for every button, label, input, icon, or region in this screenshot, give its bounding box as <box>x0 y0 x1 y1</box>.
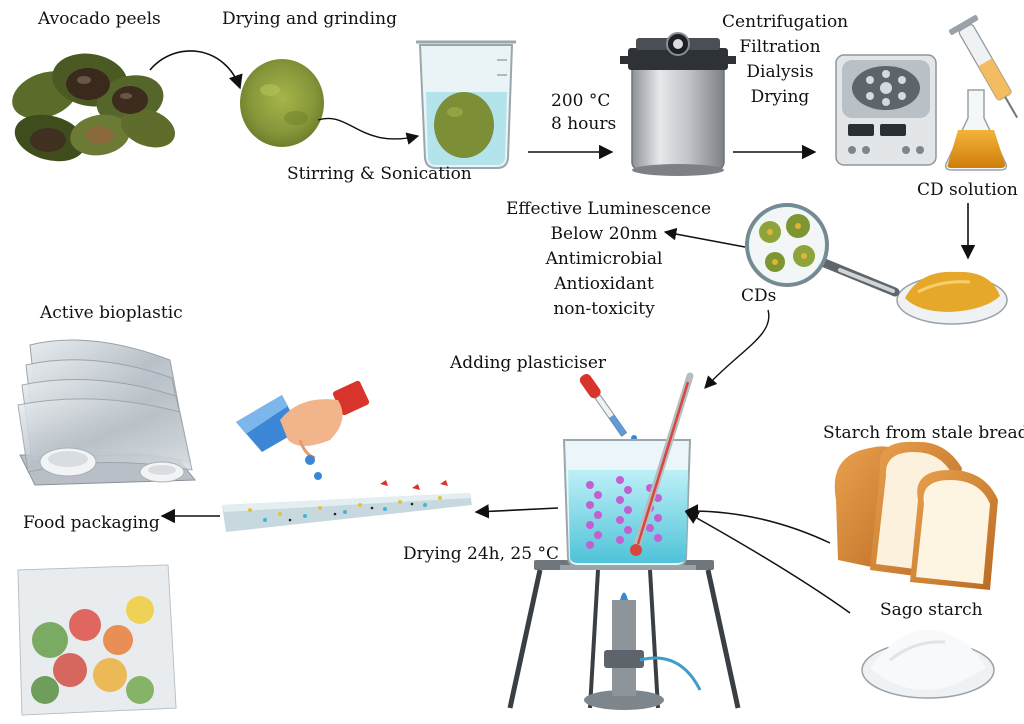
arrow-peels-to-powder <box>149 50 243 90</box>
syringe-and-flask-illustration <box>944 15 1018 171</box>
cd-property: non-toxicity <box>553 299 655 319</box>
arrow-cds-to-mixing-beaker <box>704 309 770 389</box>
food-packaging-illustration <box>17 564 177 716</box>
stirring-sonication-label: Stirring & Sonication <box>287 164 472 184</box>
duration-label: 8 hours <box>551 114 617 134</box>
arrow-cds-to-properties <box>663 227 746 248</box>
starch-chain-illustration <box>586 476 662 549</box>
purification-step: Centrifugation <box>722 12 849 32</box>
bioplastic-film-illustration <box>222 480 472 532</box>
green-powder-illustration <box>240 59 324 147</box>
active-bioplastic-label: Active bioplastic <box>40 303 183 323</box>
dropper-illustration <box>579 373 637 441</box>
sago-starch-illustration <box>861 629 995 699</box>
cds-label: CDs <box>741 286 777 306</box>
cd-solution-label: CD solution <box>917 180 1018 200</box>
cd-property: Effective Luminescence <box>506 199 712 219</box>
cd-property: Antioxidant <box>554 274 654 294</box>
avocado-peels-label: Avocado peels <box>38 9 161 29</box>
purification-step: Filtration <box>739 37 821 57</box>
adding-plasticiser-label: Adding plasticiser <box>450 353 607 373</box>
cd-property: Antimicrobial <box>545 249 663 269</box>
starch-bread-label: Starch from stale bread <box>823 423 1024 443</box>
arrow-powder-to-beaker <box>317 117 420 145</box>
food-packaging-label: Food packaging <box>23 513 160 533</box>
active-bioplastic-illustration <box>17 339 197 486</box>
centrifuge-illustration <box>835 54 937 166</box>
autoclave-illustration <box>620 32 736 176</box>
cd-properties-list: Effective Luminescence Below 20nm Antimi… <box>506 197 712 322</box>
thermometer-illustration <box>630 372 694 556</box>
magnifier-cds-illustration <box>745 203 900 297</box>
stale-bread-illustration <box>834 441 998 590</box>
purification-step: Dialysis <box>746 62 814 82</box>
cd-petri-dish <box>896 271 1008 325</box>
purification-steps: Centrifugation Filtration Dialysis Dryin… <box>722 10 849 110</box>
avocado-peels-illustration <box>12 53 176 162</box>
pouring-hand-illustration <box>236 380 370 480</box>
beaker-with-powder <box>416 40 516 169</box>
sago-starch-label: Sago starch <box>880 600 983 620</box>
arrow-bread-to-beaker <box>684 504 831 544</box>
cd-property: Below 20nm <box>550 224 658 244</box>
temperature-label: 200 °C <box>551 91 611 111</box>
purification-step: Drying <box>750 87 810 107</box>
drying-conditions-label: Drying 24h, 25 °C <box>403 544 559 564</box>
arrow-sago-to-beaker <box>684 511 851 614</box>
arrow-beaker-to-film <box>474 504 559 519</box>
drying-grinding-label: Drying and grinding <box>222 9 397 29</box>
heating-setup-illustration <box>507 439 741 710</box>
